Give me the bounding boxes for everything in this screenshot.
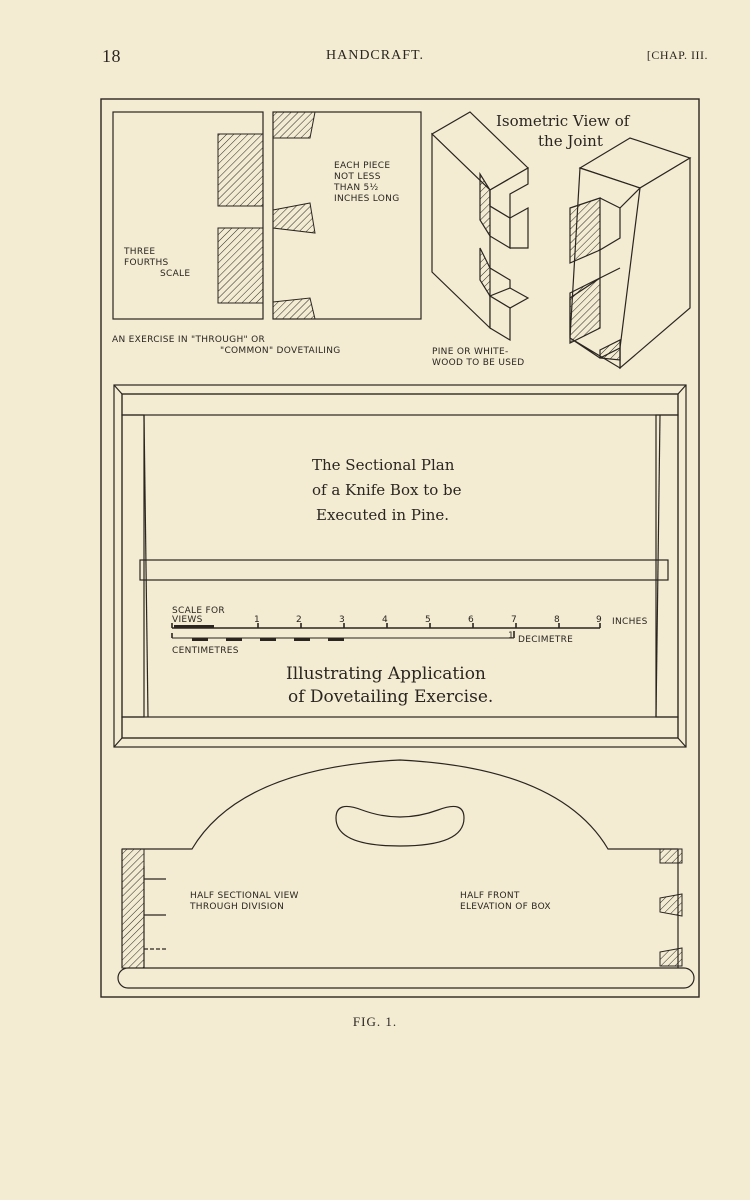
each-piece-label-2: NOT LESS — [334, 172, 381, 182]
each-piece-label-3: THAN 5½ — [333, 183, 379, 193]
scale-label-2: FOURTHS — [124, 258, 169, 268]
chapter-label: [CHAP. III. — [646, 48, 708, 62]
inch-tick-7: 7 — [511, 615, 517, 625]
box-elevation — [117, 759, 695, 989]
isometric-title-2: the Joint — [538, 132, 603, 150]
plan-title-1: The Sectional Plan — [312, 456, 455, 474]
sectional-side-hatch — [121, 848, 145, 969]
plan-title-3: Executed in Pine. — [316, 506, 449, 524]
centimetres-label: CENTIMETRES — [172, 646, 239, 656]
inch-tick-6: 6 — [468, 615, 474, 625]
isometric-joint — [431, 111, 692, 370]
half-sectional-label-2: THROUGH DIVISION — [189, 902, 284, 912]
scale-for-views-1: SCALE FOR — [172, 606, 225, 616]
material-label-2: WOOD TO BE USED — [432, 358, 524, 368]
half-sectional-label-1: HALF SECTIONAL VIEW — [190, 891, 299, 901]
each-piece-label-1: EACH PIECE — [334, 161, 390, 171]
scale-for-views-2: VIEWS — [172, 615, 203, 625]
exercise-label-1: AN EXERCISE IN "THROUGH" OR — [112, 335, 265, 345]
plan-subtitle-2: of Dovetailing Exercise. — [288, 687, 493, 707]
page-number: 18 — [102, 46, 121, 66]
decimetre-label: DECIMETRE — [518, 635, 573, 645]
exercise-label-2: "COMMON" DOVETAILING — [220, 346, 341, 356]
measurement-scale: SCALE FOR VIEWS 1 2 3 4 — [171, 606, 648, 656]
each-piece-label-4: INCHES LONG — [334, 194, 399, 204]
inch-tick-2: 2 — [296, 615, 302, 625]
inch-tick-4: 4 — [382, 615, 388, 625]
dovetail-pin-mid — [659, 893, 683, 917]
half-front-label-1: HALF FRONT — [460, 891, 520, 901]
inch-tick-3: 3 — [339, 615, 345, 625]
dovetail-drawing — [112, 111, 422, 320]
inch-tick-1: 1 — [254, 615, 260, 625]
scale-label-1: THREE — [123, 247, 155, 257]
box-plan — [113, 384, 687, 748]
dovetail-pin-top — [659, 848, 683, 864]
plan-subtitle-1: Illustrating Application — [286, 664, 486, 684]
half-front-label-2: ELEVATION OF BOX — [460, 902, 551, 912]
inches-label: INCHES — [612, 617, 648, 627]
inch-tick-5: 5 — [425, 615, 431, 625]
inch-tick-9: 9 — [596, 615, 602, 625]
plan-title-2: of a Knife Box to be — [312, 481, 462, 499]
inch-tick-8: 8 — [554, 615, 560, 625]
isometric-title-1: Isometric View of — [496, 112, 631, 130]
scale-label-3: SCALE — [160, 269, 190, 279]
figure-plate: EACH PIECE NOT LESS THAN 5½ INCHES LONG … — [100, 98, 700, 998]
figure-caption: FIG. 1. — [352, 1014, 398, 1029]
decimetre-tick: 1 — [508, 631, 514, 641]
running-title: HANDCRAFT. — [325, 48, 425, 63]
material-label-1: PINE OR WHITE- — [432, 347, 509, 357]
dovetail-pin-bottom — [659, 947, 683, 967]
